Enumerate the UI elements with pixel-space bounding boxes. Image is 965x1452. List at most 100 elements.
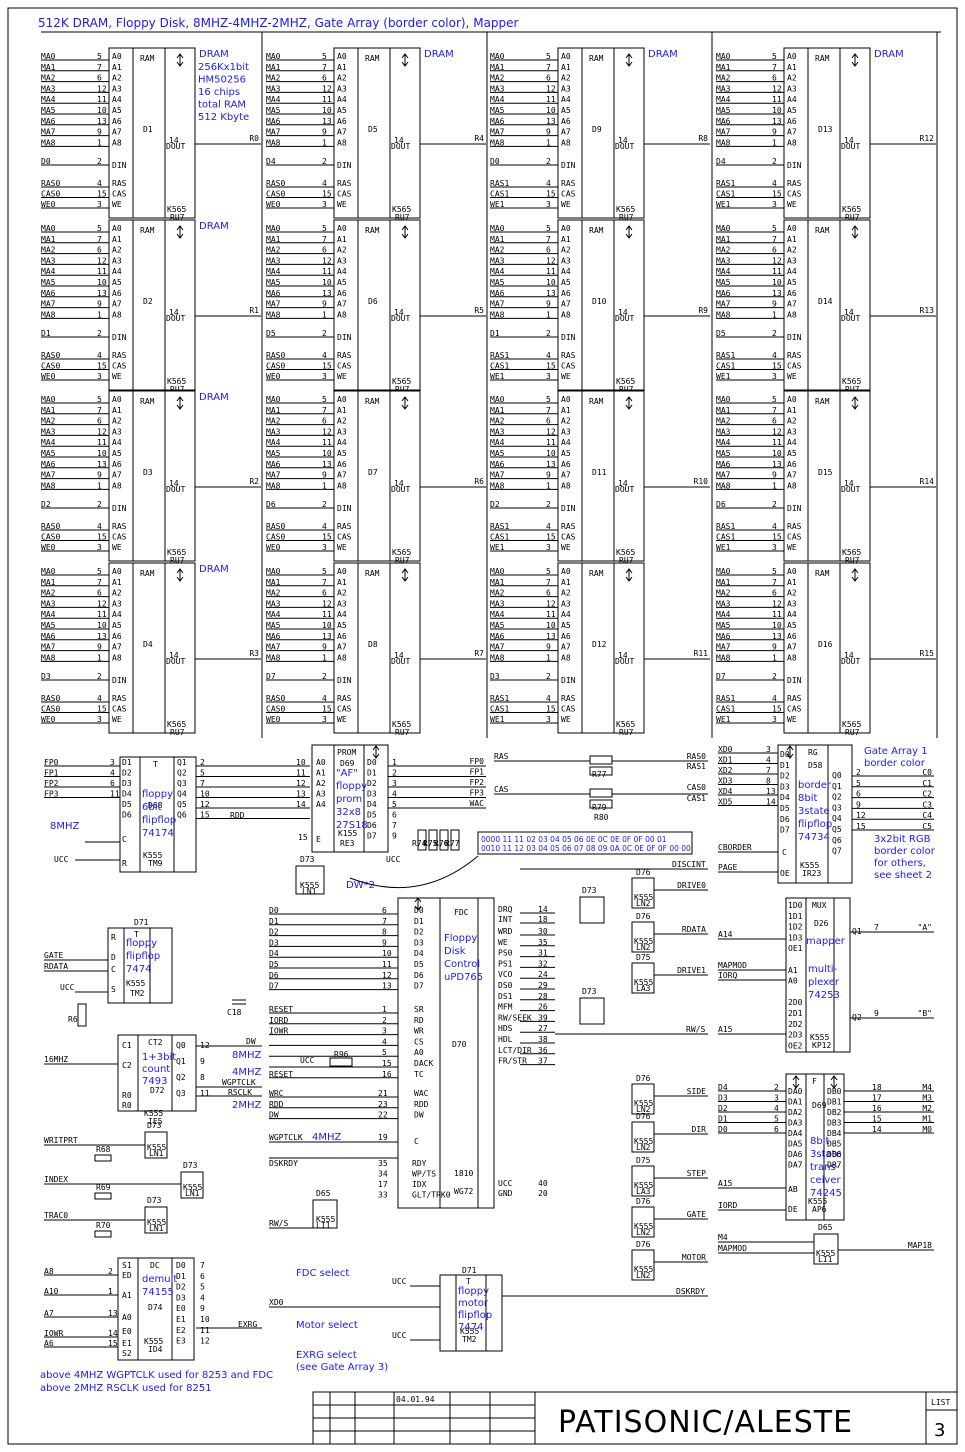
chip-desc: floppy [458, 1286, 489, 1297]
chip-desc: 3state [810, 1149, 842, 1160]
addr-line-label: MA3 [716, 256, 731, 265]
addr-line-label: MA2 [716, 74, 731, 83]
pin-name: A1 [337, 578, 347, 587]
label: DS1 [498, 992, 513, 1001]
addr-line-label: MA4 [716, 610, 731, 619]
ctrl-line-label: CAS0 [41, 190, 60, 199]
pin-number: 5 [546, 395, 551, 404]
list-label: LIST [931, 1398, 950, 1407]
addr-line-label: MA7 [41, 643, 56, 652]
ram-type: RAM [140, 397, 155, 406]
addr-line-label: MA4 [716, 95, 731, 104]
chip-id: D69 [812, 1101, 827, 1110]
label: 14 [296, 800, 306, 809]
label: 14 [108, 1329, 118, 1338]
gate-body [631, 1121, 655, 1153]
pin-name: A7 [561, 643, 571, 652]
pin-name: A8 [787, 310, 797, 319]
pin-number: 4 [97, 351, 102, 360]
label: 11 [200, 1089, 210, 1098]
label: 26 [538, 1003, 548, 1012]
pin-number: 6 [97, 246, 102, 255]
label: TM2 [462, 1335, 477, 1344]
label: 2D0 [788, 998, 803, 1007]
label: E1 [176, 1315, 186, 1324]
pin-name: Q4 [177, 790, 187, 799]
ctrl-pin-name: CAS [561, 533, 576, 542]
label: 37 [538, 1057, 548, 1066]
part-number: RU7 [395, 556, 410, 565]
pin-name: Q1 [177, 758, 187, 767]
index-label: INDEX [44, 1175, 68, 1184]
pin-name: A0 [561, 52, 571, 61]
dout-pin: 14 [394, 136, 404, 145]
label: R [122, 859, 127, 868]
pin-name: A8 [337, 481, 347, 490]
chip-id: D72 [150, 1086, 165, 1095]
gate-body [631, 877, 655, 909]
dout-label: DOUT [615, 657, 634, 666]
pin-number: 12 [322, 84, 332, 93]
pin-number: 5 [97, 395, 102, 404]
pin-number: 5 [322, 395, 327, 404]
chip-id: D75 [636, 953, 651, 962]
ctrl-pin-name: CAS [337, 705, 352, 714]
label: C1 [122, 1041, 132, 1050]
label: LN2 [636, 1143, 651, 1152]
ram-type: RAM [365, 569, 380, 578]
part-number: RU7 [395, 728, 410, 737]
ram-type: RAM [140, 54, 155, 63]
addr-line-label: MA1 [266, 63, 281, 72]
pin-number: 12 [772, 427, 782, 436]
label: K555 [316, 1215, 335, 1224]
pin-number: 4 [772, 351, 777, 360]
ctrl-line-label: WE0 [266, 200, 281, 209]
dout-signal-label: R10 [694, 477, 709, 486]
chip-id: D70 [452, 1040, 467, 1049]
pin-number: 5 [772, 567, 777, 576]
part-number: K565 [616, 548, 635, 557]
pin-number: 4 [97, 179, 102, 188]
ram-chip-body [333, 47, 421, 219]
resistor-label: R70 [96, 1221, 111, 1230]
signal-label-motor: MOTOR [682, 1253, 706, 1262]
chip-desc: flipflop [458, 1310, 492, 1321]
label: VCO [498, 970, 513, 979]
pin-number: 15 [772, 190, 782, 199]
din-line-label: D0 [41, 157, 51, 166]
din-line-label: D5 [266, 329, 276, 338]
pin-number: 1 [97, 310, 102, 319]
label: 39 [538, 1013, 548, 1022]
addr-line-label: MA0 [41, 567, 56, 576]
addr-line-label: MA3 [266, 427, 281, 436]
addr-line-label: MA8 [716, 310, 731, 319]
label: D7 [780, 826, 790, 835]
exrg-label: EXRG [238, 1320, 257, 1329]
pin-name: A6 [337, 117, 347, 126]
label: RG [808, 748, 818, 757]
pin-number: 10 [322, 106, 332, 115]
bidir-arrow-icon [851, 568, 859, 582]
pin-name: A6 [787, 632, 797, 641]
addr-line-label: MA0 [41, 52, 56, 61]
addr-line-label: MA0 [41, 395, 56, 404]
addr-line-label: MA3 [490, 256, 505, 265]
pin-name: A6 [337, 632, 347, 641]
ctrl-pin-name: CAS [337, 533, 352, 542]
label: LN2 [636, 1105, 651, 1114]
label: RESET [269, 1005, 293, 1014]
label: 12 [382, 971, 392, 980]
pin-name: A1 [112, 578, 122, 587]
dram-note-line: HM50256 [198, 75, 246, 86]
label: 12 [856, 811, 866, 820]
gate-body [631, 921, 655, 953]
label: LI1 [316, 1221, 331, 1230]
label: Q3 [176, 1089, 186, 1098]
label: 2 [200, 758, 205, 767]
pin-name: A8 [112, 481, 122, 490]
dout-label: DOUT [166, 314, 185, 323]
pin-name: A2 [561, 417, 571, 426]
